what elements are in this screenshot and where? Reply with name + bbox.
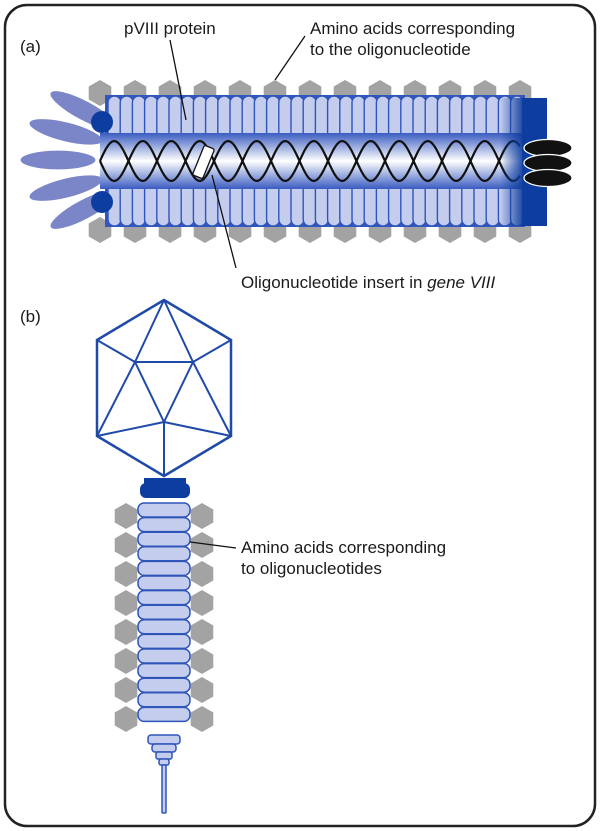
tail-ring — [137, 677, 191, 693]
hexagon-icon — [190, 561, 214, 587]
hexagon-icon — [190, 503, 214, 529]
tail-ring — [137, 502, 191, 518]
panel-a-tag: (a) — [20, 37, 41, 56]
tail-ring — [137, 692, 191, 708]
hexagon-icon — [190, 706, 214, 732]
hexagon-icon — [114, 503, 138, 529]
tail-ring — [137, 706, 191, 723]
hexagon-column — [114, 503, 214, 732]
panel-b-tag: (b) — [20, 307, 41, 326]
tail-ring — [137, 589, 191, 606]
dna-strand — [98, 139, 521, 183]
phage-collar — [144, 478, 186, 485]
pviii-coil-bottom — [107, 181, 525, 227]
tail-rings — [137, 502, 191, 723]
capsid-icon — [95, 298, 233, 478]
tail-ring — [137, 633, 191, 650]
black-cap-icon — [523, 138, 573, 188]
leader-amino-b — [189, 541, 237, 549]
label-amino-acids-b-line1: Amino acids corresponding — [241, 538, 446, 557]
hexagon-icon — [114, 677, 138, 703]
hexagon-icon — [114, 561, 138, 587]
tail-tip-icon — [147, 734, 181, 814]
filamentous-phage-icon — [19, 80, 573, 243]
hexagon-icon — [190, 590, 214, 616]
tail-ring — [137, 604, 191, 620]
label-amino-acids-a-line2: to the oligonucleotide — [310, 40, 471, 59]
leader-amino-a — [274, 35, 306, 81]
hexagon-icon — [190, 677, 214, 703]
tail-ring — [137, 648, 191, 664]
tail-ring — [137, 560, 191, 577]
tail-ring — [137, 531, 191, 547]
leader-pviii — [169, 39, 187, 121]
label-amino-acids-b-line2: to oligonucleotides — [241, 559, 382, 578]
tail-ring — [137, 575, 191, 591]
tail-ring — [137, 516, 191, 533]
label-pviii-protein: pVIII protein — [124, 19, 216, 38]
leader-insert — [211, 174, 237, 269]
tail-ring — [137, 662, 191, 679]
panel-a: (a) — [19, 19, 573, 292]
label-amino-acids-a-line1: Amino acids corresponding — [310, 19, 515, 38]
hexagon-icon — [114, 532, 138, 558]
hexagon-icon — [114, 619, 138, 645]
label-oligonucleotide-insert: Oligonucleotide insert in gene VIII — [241, 273, 495, 292]
hexagon-icon — [190, 532, 214, 558]
panel-b: (b) — [20, 298, 446, 814]
dna-helix-icon — [98, 139, 521, 183]
dna-strand — [98, 139, 521, 183]
hexagon-icon — [114, 648, 138, 674]
hexagon-icon — [114, 590, 138, 616]
oligonucleotide-insert — [192, 145, 215, 179]
tail-ring — [137, 546, 191, 562]
hexagon-icon — [114, 706, 138, 732]
tail-ring — [137, 619, 191, 635]
lambda-phage-icon — [95, 298, 233, 814]
hexagon-icon — [190, 648, 214, 674]
fan-protein-icon — [19, 89, 119, 231]
hexagon-icon — [190, 619, 214, 645]
